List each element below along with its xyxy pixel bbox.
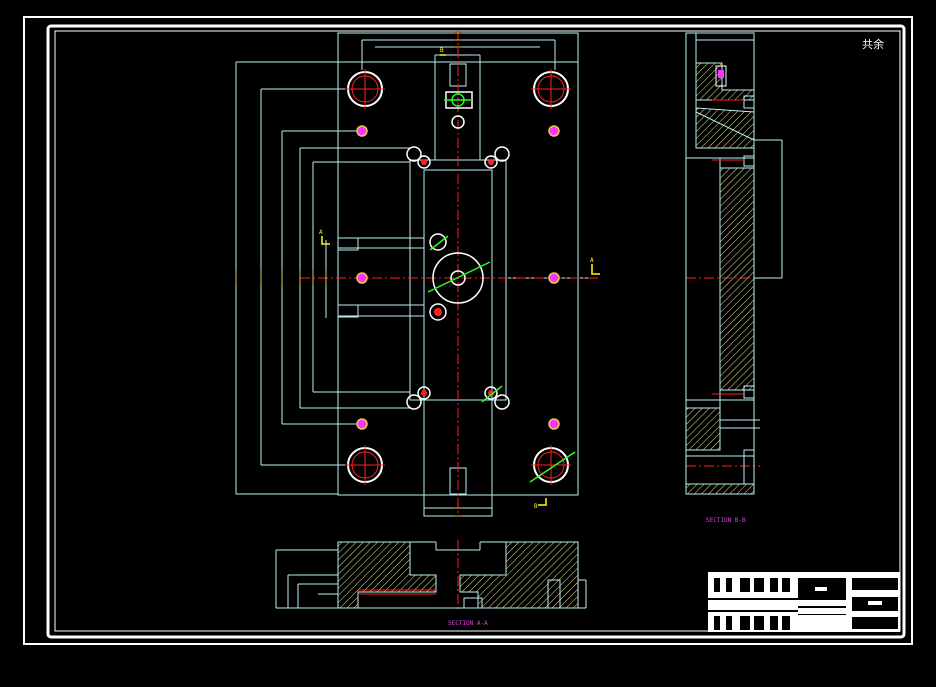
screw-hole <box>356 272 368 284</box>
section-a-a <box>275 541 587 609</box>
screw-holes <box>356 115 560 430</box>
sprue-bushing <box>427 91 576 483</box>
corner-annotation: 共余 <box>862 38 884 51</box>
section-a-a-label: SECTION A-A <box>448 620 488 627</box>
cut-marker-a-left: A <box>319 229 323 236</box>
cut-markers <box>321 54 600 506</box>
title-block <box>708 572 900 632</box>
screw-hole <box>548 418 560 430</box>
drawing-border <box>54 30 901 632</box>
screw-hole <box>548 125 560 137</box>
outer-frame <box>23 16 913 645</box>
screw-hole <box>548 272 560 284</box>
dimension-lines <box>235 32 462 517</box>
screw-hole <box>356 125 368 137</box>
cut-marker-b-bottom: B <box>534 503 538 510</box>
cut-marker-b-top: B <box>440 47 444 54</box>
section-b-b-label: SECTION B-B <box>706 517 746 524</box>
screw-hole <box>356 418 368 430</box>
centerlines <box>300 30 760 610</box>
inner-frame <box>46 24 906 639</box>
cut-marker-a-right: A <box>590 257 594 264</box>
plan-view <box>235 32 592 517</box>
section-b-b <box>685 32 783 495</box>
